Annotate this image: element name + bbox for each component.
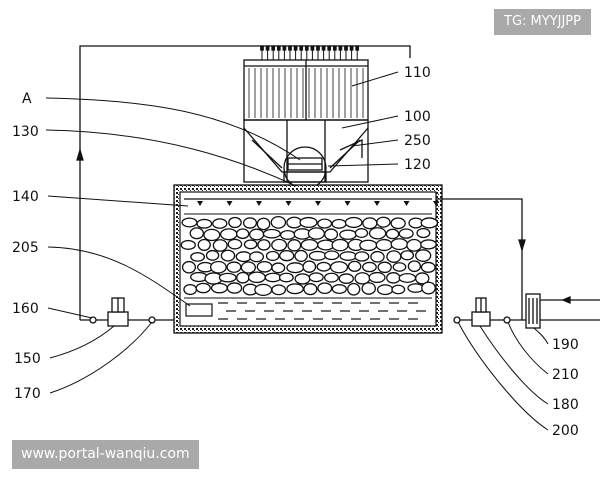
packing-stones [180, 215, 439, 296]
label-190: 190 [552, 337, 579, 353]
tank [173, 184, 443, 334]
label-180: 180 [552, 397, 579, 413]
nozzle-comb [260, 45, 360, 60]
label-130: 130 [12, 124, 39, 140]
label-120: 120 [404, 157, 431, 173]
right-pipe [436, 198, 600, 329]
label-a: A [22, 91, 32, 107]
label-140: 140 [12, 189, 39, 205]
leader-lines [45, 71, 549, 431]
water-lines [184, 297, 432, 320]
submerged-pump [185, 303, 213, 317]
label-150: 150 [14, 351, 41, 367]
label-210: 210 [552, 367, 579, 383]
return-pipe [76, 45, 411, 320]
spray-tower [243, 45, 369, 190]
tower-fins [248, 68, 364, 118]
label-110: 110 [404, 65, 431, 81]
label-250: 250 [404, 133, 431, 149]
label-160: 160 [12, 301, 39, 317]
label-200: 200 [552, 423, 579, 439]
label-100: 100 [404, 109, 431, 125]
label-170: 170 [14, 386, 41, 402]
watermark-bottom: www.portal-wanqiu.com [12, 440, 199, 469]
watermark-top: TG: MYYJJPP [494, 9, 591, 35]
left-pipe [80, 297, 174, 327]
label-205: 205 [12, 240, 39, 256]
spray-drops [197, 201, 439, 206]
